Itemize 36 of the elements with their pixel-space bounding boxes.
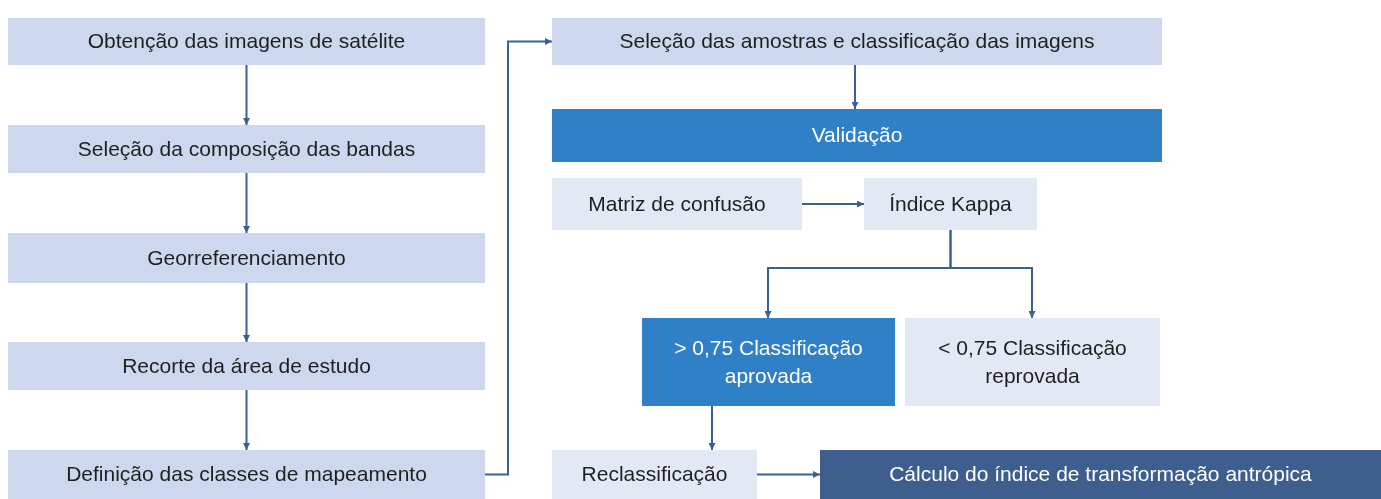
process-box [8,125,485,173]
process-box [8,233,485,283]
box-label: Definição das classes de mapeamento [66,461,427,488]
process-box [552,109,1162,162]
arrow [243,172,250,234]
arrow [243,64,250,126]
arrow [756,471,821,478]
arrow [243,389,250,451]
arrow [708,405,716,451]
arrow [243,282,250,343]
box-label: Índice Kappa [889,190,1012,217]
box-label: Seleção das amostras e classificação das imagens [619,28,1095,55]
process-box [8,450,485,499]
process-box [642,318,895,406]
process-box [552,18,1162,65]
box-label: Cálculo do índice de transformação antrópica [889,461,1312,488]
process-box [820,450,1381,499]
arrow [851,64,859,110]
arrow [801,200,865,208]
process-box [8,18,485,65]
box-label: Reclassificação [581,461,728,488]
process-box [864,178,1037,230]
process-box [552,450,757,499]
process-box [552,178,802,230]
box-label: Validação [811,122,903,149]
box-label: Seleção da composição das bandas [77,135,416,162]
box-label: < 0,75 Classificação reprovada [937,334,1128,389]
box-label: Matriz de confusão [588,190,766,217]
arrow [484,38,553,476]
box-label: Georreferenciamento [147,244,346,271]
process-box [8,342,485,390]
box-label: Recorte da área de estudo [122,352,371,379]
box-label: Obtenção das imagens de satélite [87,28,406,55]
box-label: > 0,75 Classificação aprovada [673,334,864,389]
process-box [905,318,1160,406]
arrow [949,229,1036,319]
